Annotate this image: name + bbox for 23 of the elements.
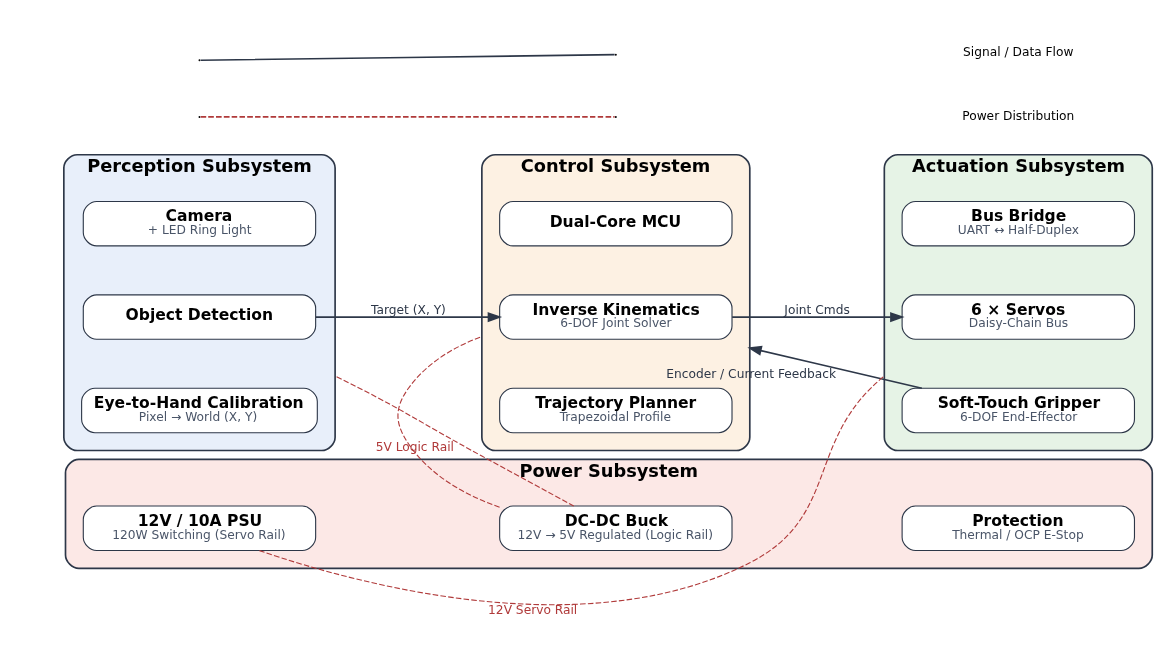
edge-label: Joint Cmds: [784, 302, 850, 317]
connector: [397, 335, 501, 508]
edge-label: 12V Servo Rail: [488, 603, 578, 617]
legend-label: Power Distribution: [962, 109, 1075, 124]
legend-label: Signal / Data Flow: [963, 44, 1074, 59]
node-box: Inverse Kinematics 6-DOF Joint Solver: [499, 294, 733, 340]
node-box: Dual-Core MCU: [499, 200, 733, 247]
node-box: Trajectory Planner Trapezoidal Profile: [499, 387, 733, 434]
node-box: Soft-Touch Gripper 6-DOF End-Effector: [901, 387, 1136, 434]
node-box: 12V / 10A PSU 120W Switching (Servo Rail): [82, 505, 317, 552]
node-box: Bus Bridge UART ↔ Half-Duplex: [901, 200, 1136, 247]
arrow: [747, 345, 923, 390]
node-box: Protection Thermal / OCP E-Stop: [901, 505, 1136, 552]
node-box: Object Detection: [82, 294, 317, 340]
arrow: [315, 312, 503, 323]
connector: [334, 375, 575, 507]
arrow: [731, 312, 905, 323]
node-box: Eye-to-Hand Calibration Pixel → World (X, Y): [81, 387, 318, 434]
edge-label: 5V Logic Rail: [375, 439, 454, 454]
node-box: DC-DC Buck 12V → 5V Regulated (Logic Rail): [499, 505, 733, 552]
node-box: Camera + LED Ring Light: [82, 200, 317, 247]
edge-label: Target (X, Y): [371, 302, 446, 317]
node-box: 6 × Servos Daisy-Chain Bus: [901, 294, 1136, 340]
